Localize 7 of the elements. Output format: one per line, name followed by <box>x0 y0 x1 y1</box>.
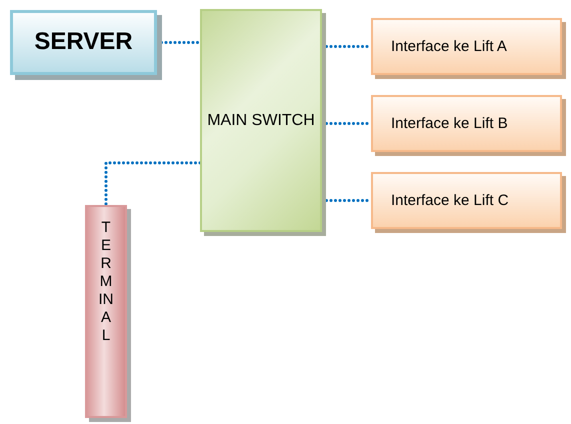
dotted-connector <box>104 161 202 206</box>
node-label: SERVER <box>34 28 133 57</box>
node-label: Interface ke Lift C <box>391 192 509 210</box>
vertical-label: TERMINAL <box>98 219 114 345</box>
node-label: Interface ke Lift B <box>391 114 508 132</box>
node-label: Interface ke Lift A <box>391 38 507 56</box>
node-label: MAIN SWITCH <box>207 110 315 131</box>
